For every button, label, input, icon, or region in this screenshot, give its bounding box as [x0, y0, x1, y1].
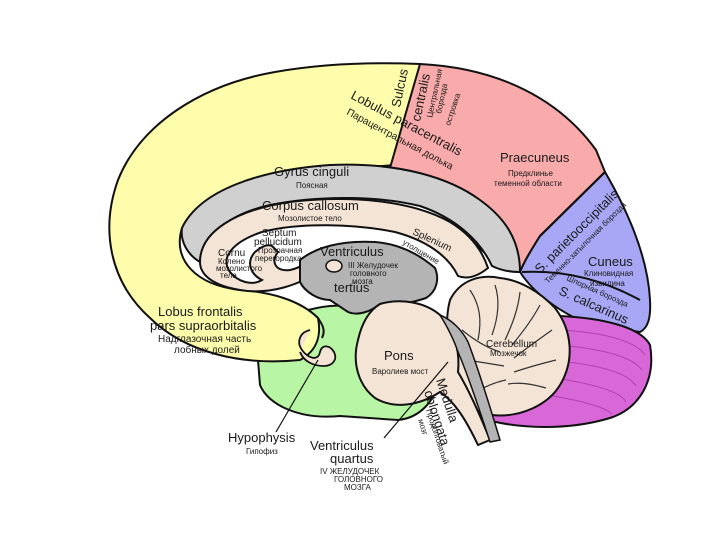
label-gyrus: Gyrus cinguli	[274, 164, 349, 179]
label-cuneus-ru2: извилина	[590, 279, 625, 288]
label-cornu-ru2: мозолистого	[216, 264, 263, 273]
label-cerebellum: Cerebellum	[486, 339, 537, 350]
label-cerebellum-ru: Мозжечок	[490, 349, 527, 358]
label-pons: Pons	[384, 348, 414, 363]
label-praecuneus-ru1: Предклинье	[508, 169, 553, 178]
label-lobus2: pars supraorbitalis	[150, 318, 257, 333]
fourth-ventricle	[438, 313, 501, 443]
label-lobus1: Lobus frontalis	[158, 304, 243, 319]
label-cornu-ru1: Колено	[218, 257, 245, 266]
label-praecuneus-ru2: теменной области	[494, 179, 562, 188]
label-vq1: Ventriculus	[310, 438, 374, 453]
label-pons-ru: Варолиев мост	[372, 367, 429, 376]
label-hypophysis: Hypophysis	[228, 430, 296, 445]
label-gyrus-ru: Поясная	[296, 181, 328, 190]
optic-chiasm	[317, 317, 325, 339]
label-septum1: Septum	[262, 228, 296, 239]
label-ventriculus: Ventriculus	[320, 244, 384, 259]
label-ventriculus-ru2: головного	[350, 269, 387, 278]
label-tertius: tertius	[334, 280, 370, 295]
label-vq-ru1: IV ЖЕЛУДОЧЕК	[320, 467, 380, 476]
label-praecuneus: Praecuneus	[500, 150, 570, 165]
label-corpus: Corpus callosum	[262, 198, 359, 213]
label-septum-ru2: перегородка	[255, 254, 302, 263]
label-corpus-ru: Мозолистое тело	[278, 214, 342, 223]
calcarine-line	[521, 270, 641, 301]
cerebellum-folia-lines	[461, 284, 557, 393]
hypophysis-leader	[275, 359, 319, 433]
label-vq-ru3: МОЗГА	[344, 483, 372, 492]
label-lobus-ru2: лобных долей	[174, 344, 240, 356]
label-hypophysis-ru: Гипофиз	[246, 447, 278, 456]
label-cuneus: Cuneus	[588, 254, 633, 269]
label-septum2: pellucidum	[254, 237, 302, 248]
label-septum-ru1: Прозрачная	[258, 246, 302, 255]
occipital-lobe	[518, 170, 652, 334]
parieto-occipital-line	[539, 171, 606, 237]
label-vq-ru2: ГОЛОВНОГО	[334, 475, 383, 484]
label-vq2: quartus	[330, 451, 374, 466]
label-cornu: Cornu	[218, 248, 245, 259]
label-cuneus-ru1: Клиновидная	[584, 269, 633, 278]
hypophysis-shape	[298, 329, 337, 367]
label-ventriculus-ru1: III Желудочек	[348, 261, 398, 270]
label-cornu-ru3: тела	[220, 271, 237, 280]
interthalamic-adhesion	[325, 259, 343, 273]
label-ventriculus-ru3: мозга	[352, 277, 373, 286]
vq-leader	[383, 361, 449, 439]
label-lobus-ru1: Надглазочная часть	[158, 334, 251, 345]
